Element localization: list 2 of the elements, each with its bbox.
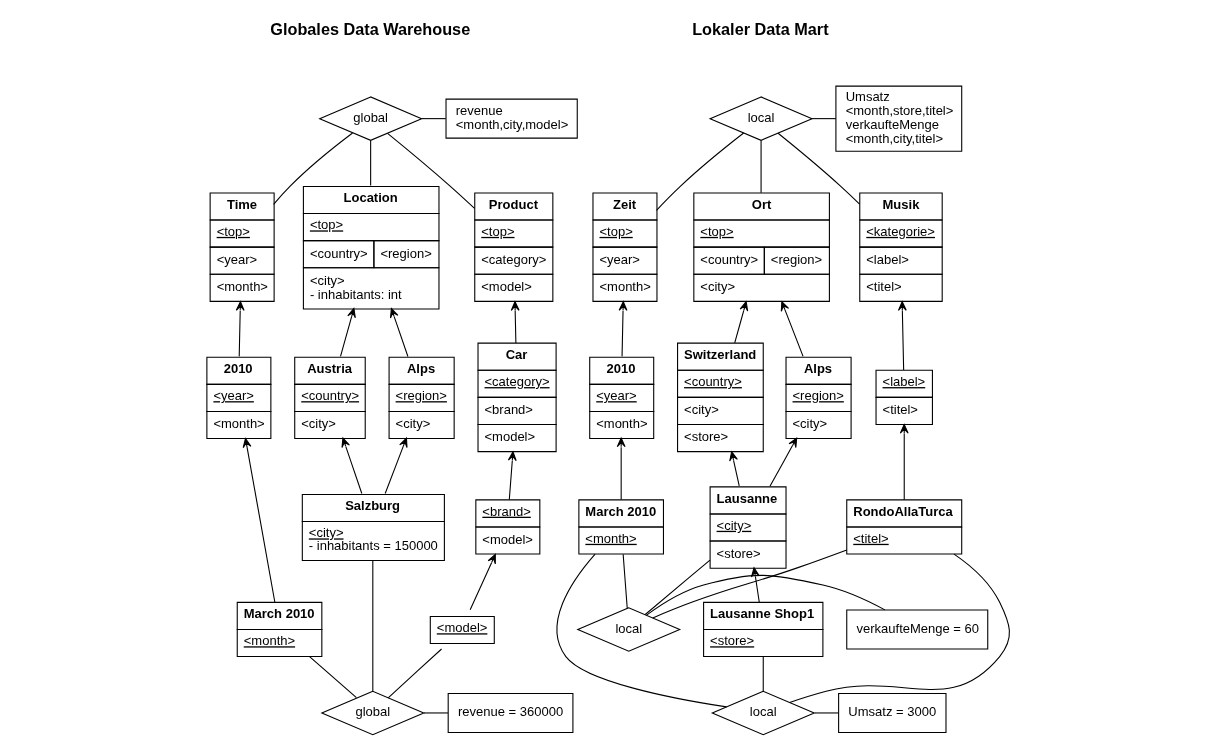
label: Lokaler Data Mart [692, 19, 829, 38]
label: Globales Data Warehouse [270, 19, 471, 38]
